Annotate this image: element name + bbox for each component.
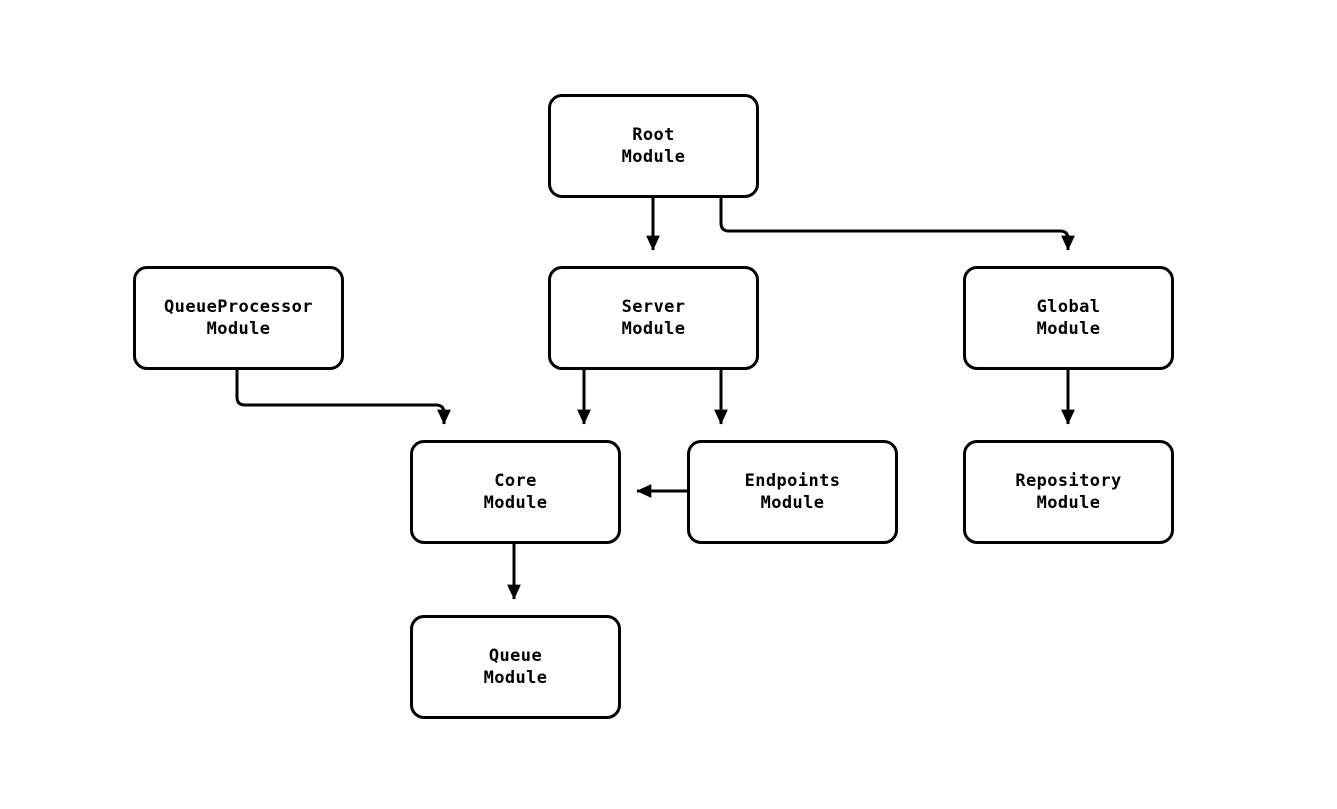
node-label-line1: Core xyxy=(494,471,537,491)
node-queue-module[interactable]: Queue Module xyxy=(410,615,621,719)
node-label-line1: Root xyxy=(632,125,675,145)
node-label-line1: Global xyxy=(1036,297,1101,317)
node-repository-module[interactable]: Repository Module xyxy=(963,440,1174,544)
node-label-line1: Repository xyxy=(1015,471,1122,491)
node-label-line1: Server xyxy=(621,297,686,317)
node-label-line2: Module xyxy=(483,493,548,513)
node-label-line2: Module xyxy=(1036,319,1101,339)
node-label-line2: Module xyxy=(760,493,825,513)
node-label-line2: Module xyxy=(483,668,548,688)
node-label-line1: Queue xyxy=(488,646,543,666)
node-core-module[interactable]: Core Module xyxy=(410,440,621,544)
node-label-line1: Endpoints xyxy=(744,471,841,491)
node-label-line2: Module xyxy=(1036,493,1101,513)
node-label-line1: QueueProcessor xyxy=(164,297,313,317)
node-root-module[interactable]: Root Module xyxy=(548,94,759,198)
node-label-line2: Module xyxy=(621,319,686,339)
node-server-module[interactable]: Server Module xyxy=(548,266,759,370)
node-endpoints-module[interactable]: Endpoints Module xyxy=(687,440,898,544)
edge-root-to-global xyxy=(719,198,1075,251)
node-label-line2: Module xyxy=(206,319,271,339)
node-label-line2: Module xyxy=(621,147,686,167)
edge-queueprocessor-to-core xyxy=(235,370,451,425)
node-global-module[interactable]: Global Module xyxy=(963,266,1174,370)
node-queueprocessor-module[interactable]: QueueProcessor Module xyxy=(133,266,344,370)
